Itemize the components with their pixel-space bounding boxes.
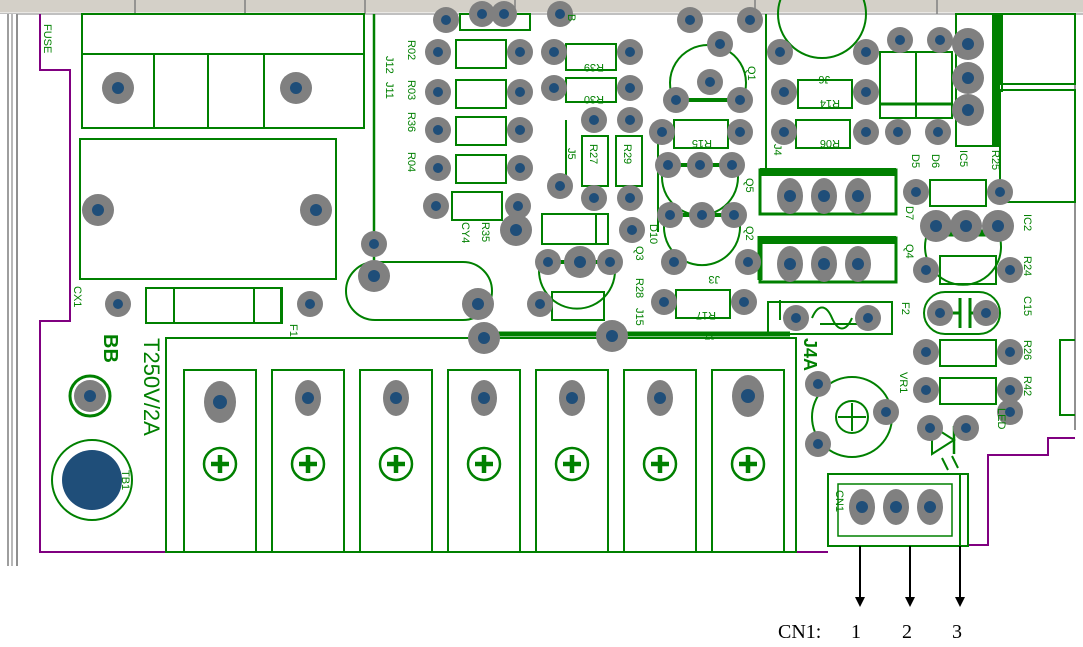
label-d7: D7 [903,206,915,220]
label-j7: J7 [704,329,716,341]
label-j15: J15 [633,308,645,326]
label-d6: D6 [929,154,941,168]
label-j4a: J4A [800,338,820,371]
label-q2: Q2 [743,226,755,241]
label-j12: J12 [383,56,395,74]
label-j6: J6 [818,73,830,85]
label-r14: R14 [820,97,840,109]
label-j5: J5 [565,148,577,160]
label-r26: R26 [1021,340,1033,360]
label-fuse: FUSE [41,24,53,53]
pin-arrows [855,546,965,607]
label-j11: J11 [383,82,395,99]
label-r24: R24 [1021,256,1033,276]
cn1-pin-3: 3 [952,621,962,643]
label-q1: Q1 [745,66,757,81]
label-r36: R36 [405,112,417,132]
label-r02: R02 [405,40,417,60]
label-vr1: VR1 [897,372,909,393]
label-r04: R04 [405,152,417,172]
label-d5: D5 [909,154,921,168]
label-r29: R29 [621,144,633,164]
label-t250: T250V/2A [139,338,164,436]
f1-fuse-outline [145,287,282,324]
label-cn1: CN1 [833,490,845,512]
label-r17: R17 [696,309,716,321]
fuse-holder [81,13,365,129]
label-cy4: CY4 [459,222,471,243]
label-q4: Q4 [903,244,915,259]
label-r42: R42 [1021,376,1033,396]
label-c15: C15 [1021,296,1033,316]
label-r06: R06 [820,137,840,149]
label-tb1: TB1 [119,470,131,490]
label-r39: R39 [584,61,604,73]
label-r15: R15 [692,137,712,149]
cn1-pin-2: 2 [902,621,912,643]
label-q3: Q3 [633,246,645,261]
label-bb: BB [99,334,121,363]
window-frame [0,0,1083,566]
oval-outline [345,261,493,321]
label-r35: R35 [479,222,491,242]
label-r03: R03 [405,80,417,100]
label-ic2: IC2 [1021,214,1033,231]
label-r27: R27 [587,144,599,164]
label-q5: Q5 [743,178,755,193]
label-r30: R30 [584,93,604,105]
label-f2: F2 [899,302,911,315]
label-f1: F1 [287,324,299,337]
label-r25: R25 [989,150,1001,170]
terminal-screw-icons [204,448,764,480]
terminal-block-tb1 [165,337,797,553]
cn1-connector [827,473,969,547]
cx1-capacitor [79,138,337,280]
label-j4: J4 [771,144,783,156]
label-r28: R28 [633,278,645,298]
board-outline [39,14,1075,553]
tb1-mounting-hole [62,450,122,510]
label-led: LED [995,408,1007,429]
label-b: B [565,14,577,21]
cn1-caption-label: CN1: [778,621,822,643]
label-j3: J3 [708,273,720,285]
label-cx1: CX1 [71,286,83,307]
label-d10: D10 [647,224,659,244]
label-ic5: IC5 [957,150,969,167]
cn1-pin-1: 1 [851,621,861,643]
